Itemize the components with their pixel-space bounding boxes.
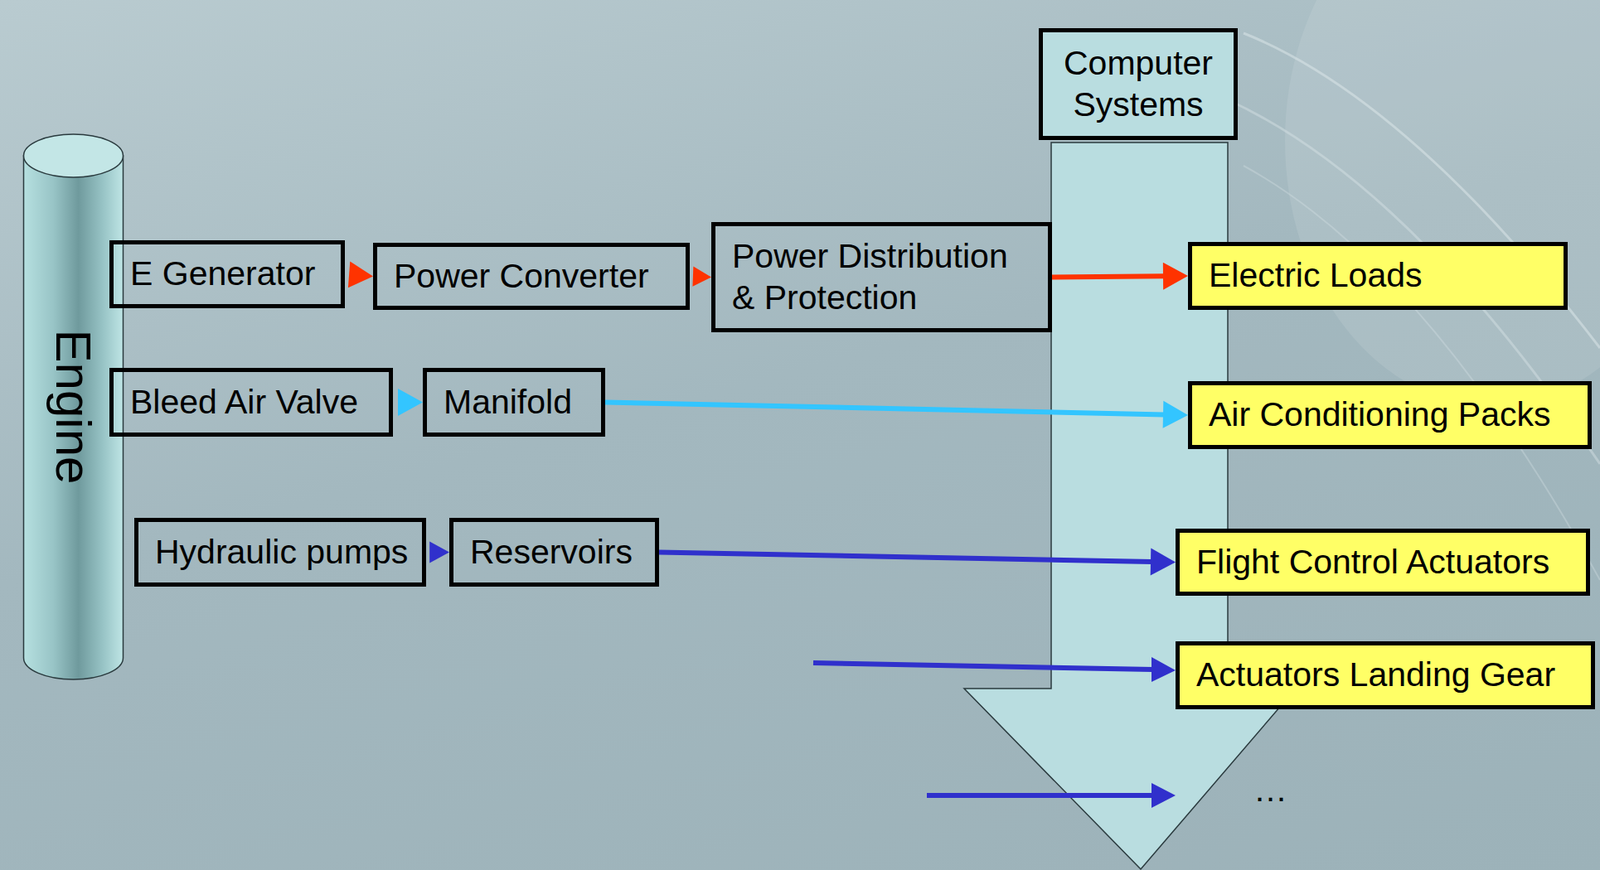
box-label: E Generator [130,253,316,295]
arrow-head [1163,401,1188,429]
box-label: Bleed Air Valve [130,382,359,423]
component-box: E Generator [109,240,345,309]
arrow-head [692,266,712,287]
flow-arrow [605,401,1188,429]
box-label: Flight Control Actuators [1196,542,1550,583]
arrow-head [1151,783,1176,809]
arrow-head [1151,657,1176,683]
flow-arrow [692,266,712,287]
cylinder-top [24,134,124,178]
component-box: Power Converter [373,242,690,311]
box-label: Computer Systems [1059,43,1217,125]
flow-arrow [348,261,374,288]
system-box: Computer Systems [1038,28,1238,141]
power-line [926,793,1153,799]
power-line [813,663,1153,670]
nacelle-curve [1243,165,1600,581]
engine-label: Engine [43,329,104,485]
box-label: Power Converter [393,256,650,297]
arrow-head [1163,262,1188,291]
load-box: Actuators Landing Gear [1175,641,1596,710]
flow-line [605,402,1165,416]
arrow-head [348,261,374,288]
component-box: Manifold [422,368,606,437]
cylinder-body [24,155,124,680]
flow-arrow [429,541,450,563]
box-label: Electric Loads [1208,255,1423,296]
arrow-head [1150,547,1176,576]
arrow-head [397,388,423,417]
box-label: Reservoirs [470,532,633,573]
box-label: Hydraulic pumps [155,532,408,573]
component-box: Bleed Air Valve [109,368,393,437]
arrow-head [429,541,450,563]
flow-arrow [659,547,1176,576]
load-box: Air Conditioning Packs [1187,381,1592,450]
ellipsis-label: … [1253,770,1288,810]
box-label: Actuators Landing Gear [1196,654,1556,696]
component-box: Power Distribution & Protection [711,222,1053,333]
flow-arrow [1052,262,1188,291]
component-box: Hydraulic pumps [134,518,427,587]
flow-line [659,552,1153,563]
box-label: Power Distribution & Protection [732,236,1023,318]
box-label: Manifold [443,382,573,423]
flow-line [1052,276,1165,277]
load-box: Flight Control Actuators [1175,528,1591,597]
component-box: Reservoirs [449,518,660,587]
nacelle-shape [1284,0,1600,407]
flow-arrow [397,388,423,417]
load-box: Electric Loads [1187,242,1568,311]
box-label: Air Conditioning Packs [1208,394,1551,436]
